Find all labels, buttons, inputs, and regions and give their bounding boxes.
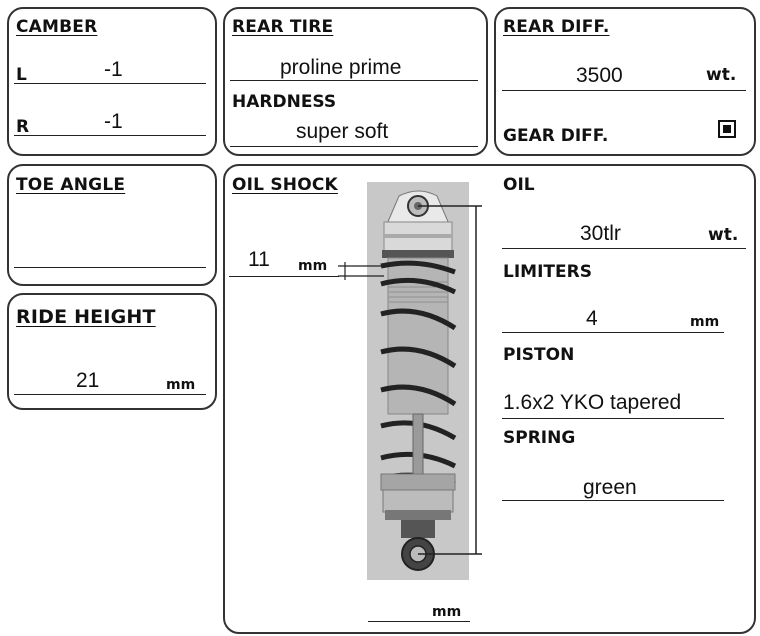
limiters-line <box>502 332 724 333</box>
hardness-line <box>230 146 478 147</box>
hardness-label: HARDNESS <box>232 92 337 112</box>
camber-title: CAMBER <box>16 17 98 37</box>
camber-panel <box>7 7 217 156</box>
oil-line <box>502 248 746 249</box>
ride-height-title: RIDE HEIGHT <box>16 306 156 328</box>
rear-tire-title: REAR TIRE <box>232 17 334 37</box>
rear-tire-value[interactable]: proline prime <box>280 56 402 79</box>
oil-value[interactable]: 30tlr <box>580 222 621 245</box>
shock-absorber-drawing <box>380 190 457 571</box>
ride-height-panel <box>7 293 217 410</box>
rear-diff-line <box>502 90 746 91</box>
oil-shock-title: OIL SHOCK <box>232 175 338 195</box>
spring-value[interactable]: green <box>583 476 637 499</box>
oil-label: OIL <box>503 175 535 195</box>
rear-diff-unit: wt. <box>706 65 737 85</box>
ride-height-value[interactable]: 21 <box>76 369 100 392</box>
toe-angle-line <box>14 267 206 268</box>
length-unit: mm <box>432 604 462 620</box>
rear-tire-line <box>230 80 478 81</box>
limiters-unit: mm <box>690 314 720 330</box>
rear-diff-title: REAR DIFF. <box>503 17 610 37</box>
spring-line <box>502 500 724 501</box>
piston-line <box>502 418 724 419</box>
toe-angle-panel <box>7 164 217 286</box>
oil-unit: wt. <box>708 225 739 245</box>
gear-diff-checkbox[interactable] <box>718 120 736 138</box>
camber-l-value[interactable]: -1 <box>104 58 123 81</box>
stroke-line <box>229 276 339 277</box>
piston-value[interactable]: 1.6x2 YKO tapered <box>503 391 682 414</box>
toe-angle-title: TOE ANGLE <box>16 175 126 195</box>
length-line <box>368 621 470 622</box>
limiters-value[interactable]: 4 <box>586 307 598 330</box>
camber-r-line <box>14 135 206 136</box>
camber-r-value[interactable]: -1 <box>104 110 123 133</box>
ride-height-line <box>14 394 206 395</box>
rear-diff-panel <box>494 7 756 156</box>
hardness-value[interactable]: super soft <box>296 120 389 143</box>
rear-tire-panel <box>223 7 488 156</box>
camber-l-label: L <box>16 65 27 85</box>
camber-r-label: R <box>16 117 30 137</box>
gear-diff-label: GEAR DIFF. <box>503 126 609 146</box>
camber-l-line <box>14 83 206 84</box>
piston-label: PISTON <box>503 345 575 365</box>
ride-height-unit: mm <box>166 377 196 393</box>
rear-diff-value[interactable]: 3500 <box>576 64 623 87</box>
stroke-value[interactable]: 11 <box>248 248 270 271</box>
spring-label: SPRING <box>503 428 576 448</box>
shock-absorber-image <box>367 182 469 580</box>
stroke-unit: mm <box>298 258 328 274</box>
limiters-label: LIMITERS <box>503 262 592 282</box>
oil-shock-panel <box>223 164 756 634</box>
